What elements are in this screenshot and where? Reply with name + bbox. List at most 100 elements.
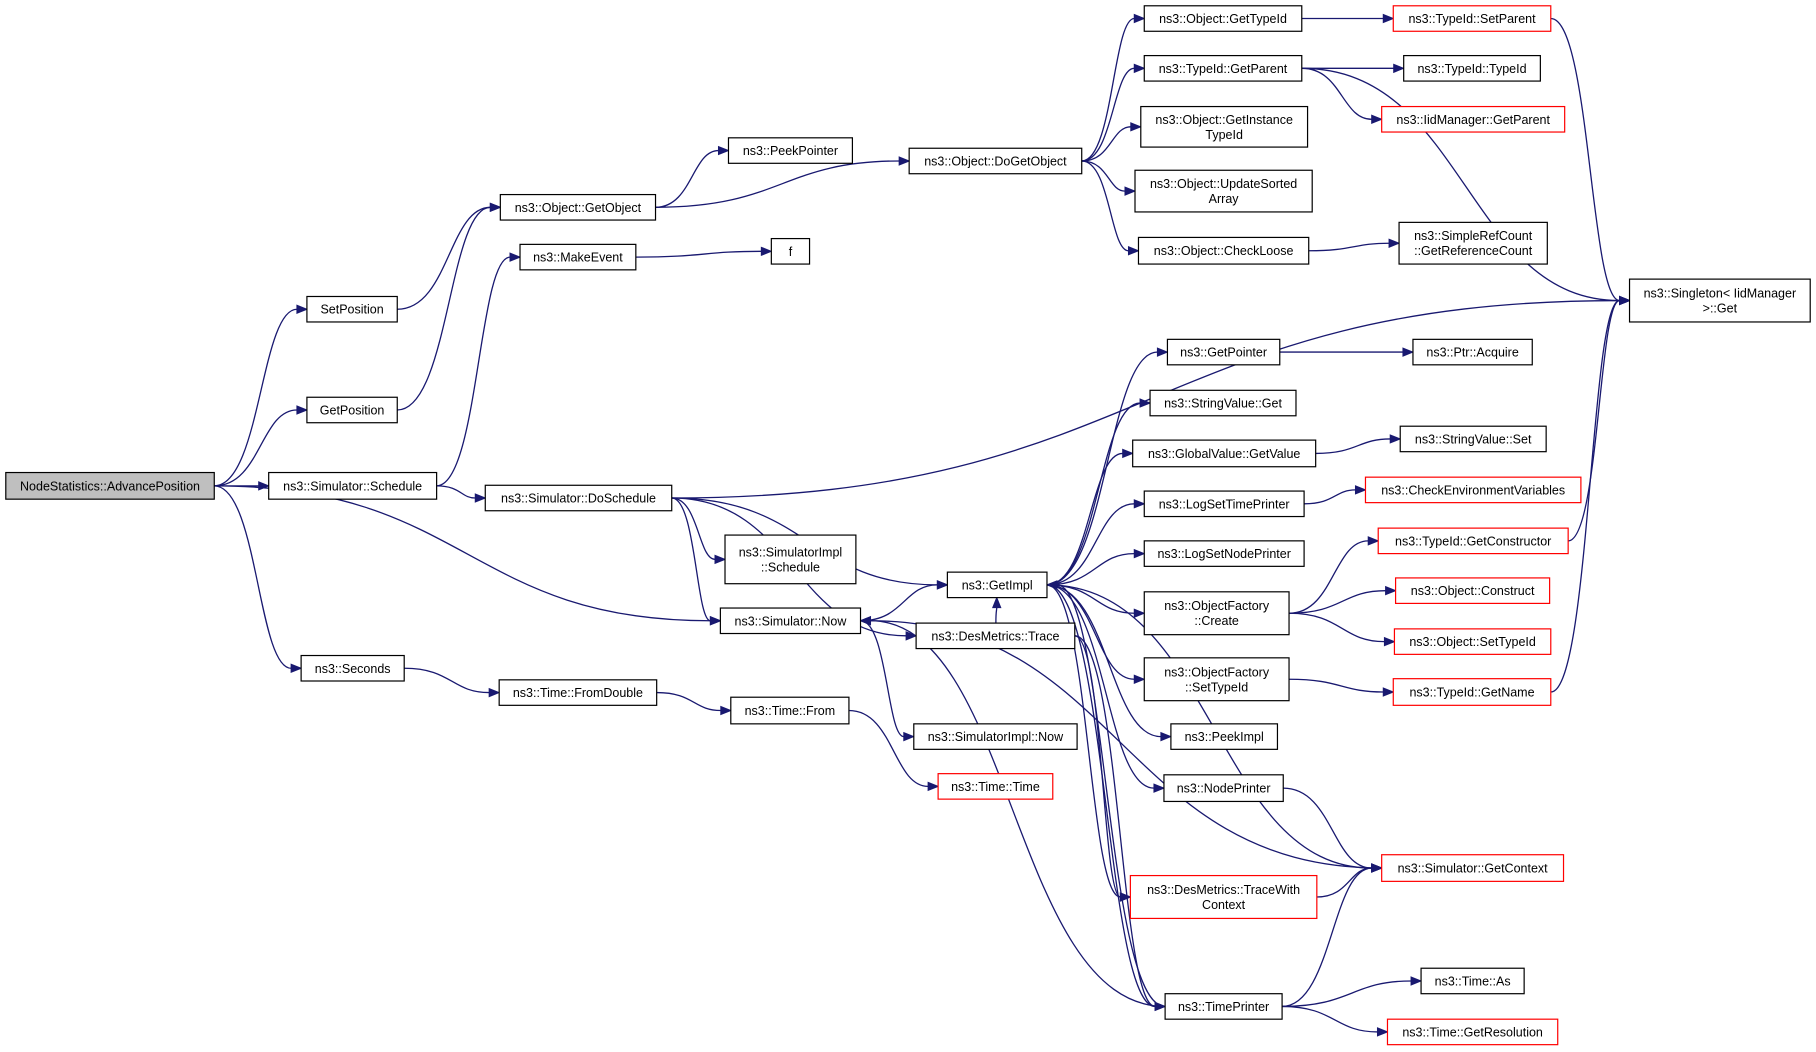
node-ns3-makeevent[interactable]: ns3::MakeEvent (519, 243, 637, 271)
node-ns3-stringvalue-set[interactable]: ns3::StringValue::Set (1399, 425, 1547, 453)
node-ns3-getimpl[interactable]: ns3::GetImpl (946, 571, 1048, 599)
edge-ns3-object-checkloose-to-ns3-simplerefcount-getreferencecount (1308, 238, 1401, 252)
node-ns3-objectfactory-create[interactable]: ns3::ObjectFactory::Create (1143, 591, 1290, 636)
node-ns3-nodeprinter[interactable]: ns3::NodePrinter (1163, 774, 1284, 803)
node-ns3-simplerefcount-getreferencecount[interactable]: ns3::SimpleRefCount::GetReferenceCount (1398, 221, 1548, 265)
node-label: ns3::Time::As (1435, 974, 1511, 988)
node-box (1143, 540, 1305, 567)
edge-line (655, 160, 900, 208)
node-label: ns3::DesMetrics::TraceWith (1147, 883, 1300, 897)
node-ns3-simulatorimpl-schedule[interactable]: ns3::SimulatorImpl::Schedule (724, 534, 857, 585)
node-label: ns3::Seconds (315, 662, 391, 676)
arrowhead-icon (1382, 687, 1395, 697)
arrowhead-icon (290, 663, 303, 673)
edge-line (1304, 489, 1356, 505)
node-box (727, 137, 854, 164)
node-ns3-simulator-now[interactable]: ns3::Simulator::Now (719, 607, 862, 635)
node-ns3-typeid-setparent[interactable]: ns3::TypeId::SetParent (1392, 5, 1552, 32)
node-label: ns3::PeekPointer (743, 144, 838, 158)
node-box (1420, 967, 1525, 995)
edge-line (1308, 242, 1390, 252)
node-box (1143, 490, 1305, 518)
node-ns3-object-checkloose[interactable]: ns3::Object::CheckLoose (1137, 236, 1310, 265)
arrowhead-icon (474, 493, 487, 503)
node-ns3-iidmanager-getparent[interactable]: ns3::IidManager::GetParent (1381, 105, 1566, 133)
edge-line (1081, 67, 1135, 162)
node-nodestatistics-advanceposition[interactable]: NodeStatistics::AdvancePosition (5, 471, 215, 500)
arrowhead-icon (1376, 1027, 1389, 1037)
node-label: ns3::StringValue::Set (1415, 432, 1532, 446)
node-ns3-time-as[interactable]: ns3::Time::As (1420, 967, 1525, 995)
node-ns3-getpointer[interactable]: ns3::GetPointer (1166, 338, 1281, 366)
node-ns3-object-getobject[interactable]: ns3::Object::GetObject (499, 193, 657, 221)
node-label: ns3::SimulatorImpl (739, 545, 843, 559)
edge-line (860, 584, 938, 622)
arrowhead-icon (905, 631, 918, 641)
node-box (1134, 169, 1313, 213)
arrowhead-icon (1371, 863, 1384, 873)
node-ns3-simulator-doschedule[interactable]: ns3::Simulator::DoSchedule (484, 484, 673, 512)
node-ns3-desmetrics-trace[interactable]: ns3::DesMetrics::Trace (915, 622, 1076, 650)
node-ns3-time-getresolution[interactable]: ns3::Time::GetResolution (1386, 1018, 1559, 1046)
node-ns3-simulator-schedule[interactable]: ns3::Simulator::Schedule (268, 471, 438, 500)
node-ns3-timeprinter[interactable]: ns3::TimePrinter (1164, 993, 1283, 1020)
node-ns3-seconds[interactable]: ns3::Seconds (300, 654, 405, 682)
node-ns3-object-settypeid[interactable]: ns3::Object::SetTypeId (1393, 628, 1552, 655)
edge-line (397, 206, 491, 411)
arrowhead-icon (296, 304, 309, 314)
node-box (1143, 591, 1290, 636)
edge-ns3-seconds-to-ns3-time-fromdouble (404, 667, 501, 698)
edge-line (214, 409, 297, 487)
node-ns3-ptr-acquire[interactable]: ns3::Ptr::Acquire (1412, 338, 1533, 366)
node-ns3-object-gettypeid[interactable]: ns3::Object::GetTypeId (1143, 5, 1303, 32)
node-ns3-globalvalue-getvalue[interactable]: ns3::GlobalValue::GetValue (1132, 439, 1317, 468)
edge-ns3-globalvalue-getvalue-to-ns3-stringvalue-set (1315, 434, 1402, 455)
node-label: ns3::TypeId::GetParent (1159, 62, 1288, 76)
node-label: ns3::Simulator::Schedule (283, 479, 422, 493)
node-ns3-typeid-getconstructor[interactable]: ns3::TypeId::GetConstructor (1377, 527, 1569, 555)
node-ns3-logsetnodeprinter[interactable]: ns3::LogSetNodePrinter (1143, 540, 1305, 567)
node-ns3-object-construct[interactable]: ns3::Object::Construct (1394, 577, 1551, 605)
node-ns3-simulatorimpl-now[interactable]: ns3::SimulatorImpl::Now (913, 723, 1078, 750)
node-ns3-typeid-getname[interactable]: ns3::TypeId::GetName (1392, 678, 1552, 706)
edge-line (1301, 67, 1620, 302)
edge-line (635, 250, 762, 258)
node-box (1377, 527, 1569, 555)
node-ns3-typeid-typeid[interactable]: ns3::TypeId::TypeId (1403, 54, 1541, 82)
node-ns3-time-time[interactable]: ns3::Time::Time (937, 773, 1054, 800)
node-box (519, 243, 637, 271)
node-ns3-simulator-getcontext[interactable]: ns3::Simulator::GetContext (1381, 854, 1565, 882)
arrowhead-icon (1153, 783, 1166, 793)
node-ns3-stringvalue-get[interactable]: ns3::StringValue::Get (1149, 389, 1297, 417)
arrowhead-icon (1133, 13, 1146, 24)
node-box (719, 607, 862, 635)
node-ns3-peekpointer[interactable]: ns3::PeekPointer (727, 137, 854, 164)
node-setposition[interactable]: SetPosition (306, 295, 398, 323)
edge-ns3-timeprinter-to-ns3-simulator-getcontext (1282, 863, 1384, 1008)
arrowhead-icon (1402, 347, 1415, 357)
edge-nodestatistics-advanceposition-to-ns3-seconds (214, 485, 303, 673)
edge-line (1081, 126, 1131, 162)
node-label: ns3::Time::From (745, 704, 836, 718)
node-ns3-time-fromdouble[interactable]: ns3::Time::FromDouble (498, 679, 658, 706)
edge-line (995, 607, 998, 624)
edge-line (1046, 452, 1123, 586)
node-getposition[interactable]: GetPosition (306, 396, 398, 424)
node-ns3-logsettimeprinter[interactable]: ns3::LogSetTimePrinter (1143, 490, 1305, 518)
node-ns3-typeid-getparent[interactable]: ns3::TypeId::GetParent (1143, 54, 1303, 82)
node-ns3-object-dogetobject[interactable]: ns3::Object::DoGetObject (908, 147, 1083, 175)
node-label: ns3::TimePrinter (1178, 1000, 1269, 1014)
edge-line (870, 620, 1166, 1008)
node-ns3-objectfactory-settypeid[interactable]: ns3::ObjectFactory::SetTypeId (1143, 657, 1290, 702)
node-ns3-time-from[interactable]: ns3::Time::From (730, 696, 850, 725)
edge-line (1081, 17, 1135, 162)
arrowhead-icon (903, 731, 916, 742)
node-f[interactable]: f (770, 237, 811, 265)
node-ns3-peekimpl[interactable]: ns3::PeekImpl (1170, 723, 1279, 750)
node-ns3-singleton-iidmanager-get[interactable]: ns3::Singleton< IidManager >::Get (1628, 278, 1811, 323)
node-ns3-checkenvironmentvariables[interactable]: ns3::CheckEnvironmentVariables (1364, 476, 1582, 504)
